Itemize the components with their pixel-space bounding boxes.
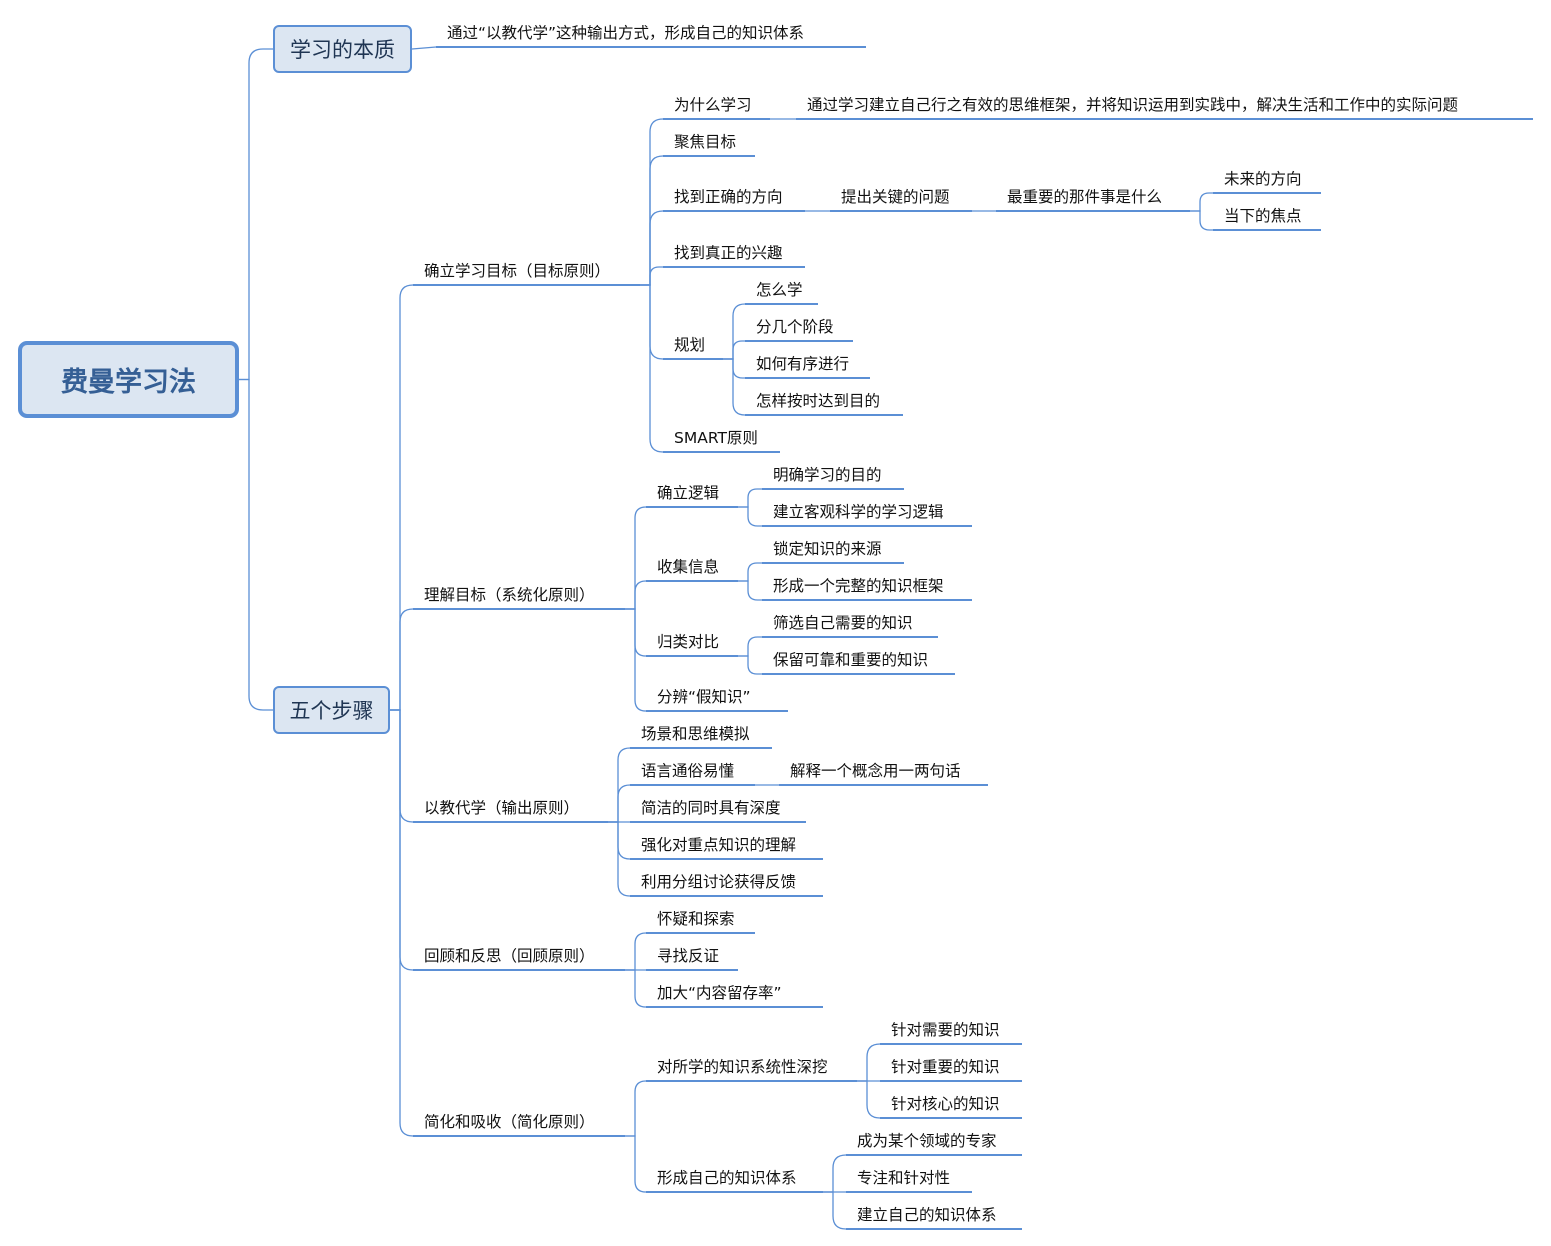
node[interactable]: 建立客观科学的学习逻辑 — [762, 501, 972, 527]
connector — [823, 1154, 847, 1193]
connector — [625, 969, 647, 1008]
branch-understand[interactable]: 理解目标（系统化原则） — [413, 584, 625, 610]
root-topic[interactable]: 费曼学习法 — [18, 341, 239, 418]
essence-detail[interactable]: 通过“以教代学”这种输出方式，形成自己的知识体系 — [436, 22, 866, 48]
connector — [625, 506, 647, 610]
connector — [723, 303, 746, 360]
connector — [640, 284, 664, 360]
connector — [390, 608, 414, 711]
node[interactable]: 筛选自己需要的知识 — [762, 612, 938, 638]
connector — [625, 1080, 647, 1137]
connector — [239, 48, 273, 381]
node[interactable]: 怎样按时达到目的 — [745, 390, 903, 416]
connector — [608, 784, 631, 823]
connector — [640, 284, 664, 453]
connector — [390, 284, 414, 711]
connector — [640, 118, 664, 286]
node[interactable]: 建立自己的知识体系 — [846, 1204, 1022, 1230]
node[interactable]: 语言通俗易懂 — [630, 760, 755, 786]
connector — [608, 747, 631, 823]
connector — [411, 46, 437, 50]
node[interactable]: 解释一个概念用一两句话 — [779, 760, 988, 786]
connector — [738, 506, 762, 527]
node[interactable]: 如何有序进行 — [745, 353, 870, 379]
node[interactable]: 怎么学 — [745, 279, 818, 305]
node[interactable]: 针对核心的知识 — [880, 1093, 1022, 1119]
node[interactable]: 找到真正的兴趣 — [663, 242, 805, 268]
connector — [625, 580, 647, 610]
connector — [640, 210, 664, 286]
topic-essence[interactable]: 学习的本质 — [273, 25, 412, 73]
connector — [823, 1191, 847, 1230]
node[interactable]: 最重要的那件事是什么 — [996, 186, 1190, 212]
node[interactable]: 通过学习建立自己行之有效的思维框架，并将知识运用到实践中，解决生活和工作中的实际… — [796, 94, 1533, 120]
node[interactable]: 归类对比 — [646, 631, 738, 657]
node[interactable]: 针对重要的知识 — [880, 1056, 1022, 1082]
node[interactable]: 未来的方向 — [1213, 168, 1321, 194]
connector — [738, 636, 762, 657]
node[interactable]: 聚焦目标 — [663, 131, 755, 157]
node[interactable]: 怀疑和探索 — [646, 908, 755, 934]
node[interactable]: 对所学的知识系统性深挖 — [646, 1056, 857, 1082]
connector — [640, 266, 663, 286]
branch-teach[interactable]: 以教代学（输出原则） — [413, 797, 608, 823]
connector — [723, 358, 746, 416]
connector — [625, 608, 647, 712]
node[interactable]: 寻找反证 — [646, 945, 738, 971]
node[interactable]: 确立逻辑 — [646, 482, 738, 508]
node[interactable]: 锁定知识的来源 — [762, 538, 904, 564]
connector — [390, 709, 414, 823]
connector — [1190, 210, 1213, 231]
connector — [738, 488, 762, 508]
node[interactable]: 当下的焦点 — [1213, 205, 1321, 231]
node[interactable]: 利用分组讨论获得反馈 — [630, 871, 823, 897]
node[interactable]: 形成一个完整的知识框架 — [762, 575, 972, 601]
node[interactable]: SMART原则 — [663, 427, 780, 453]
node[interactable]: 分几个阶段 — [745, 316, 853, 342]
connector — [723, 358, 745, 379]
node[interactable]: 提出关键的问题 — [830, 186, 972, 212]
branch-review[interactable]: 回顾和反思（回顾原则） — [413, 945, 625, 971]
connector — [640, 155, 664, 286]
connector — [857, 1043, 881, 1082]
connector — [390, 709, 414, 971]
connector — [625, 1135, 647, 1193]
connector — [738, 562, 762, 582]
node[interactable]: 找到正确的方向 — [663, 186, 805, 212]
connector — [239, 378, 273, 711]
connector — [390, 709, 414, 1137]
branch-simplify[interactable]: 简化和吸收（简化原则） — [413, 1111, 625, 1137]
topic-five-steps[interactable]: 五个步骤 — [273, 686, 390, 734]
connector — [608, 821, 631, 860]
branch-goal[interactable]: 确立学习目标（目标原则） — [413, 260, 640, 286]
node[interactable]: 明确学习的目的 — [762, 464, 904, 490]
connector — [738, 580, 762, 601]
node[interactable]: 为什么学习 — [663, 94, 770, 120]
connector — [857, 1080, 881, 1119]
node[interactable]: 针对需要的知识 — [880, 1019, 1022, 1045]
connector — [608, 821, 631, 897]
node[interactable]: 加大“内容留存率” — [646, 982, 823, 1008]
node[interactable]: 简洁的同时具有深度 — [630, 797, 806, 823]
node[interactable]: 成为某个领域的专家 — [846, 1130, 1022, 1156]
connector — [738, 655, 762, 675]
node[interactable]: 专注和针对性 — [846, 1167, 972, 1193]
connector — [723, 340, 745, 360]
node[interactable]: 分辨“假知识” — [646, 686, 788, 712]
connector — [1190, 192, 1213, 212]
node[interactable]: 强化对重点知识的理解 — [630, 834, 823, 860]
node[interactable]: 场景和思维模拟 — [630, 723, 772, 749]
connector — [625, 932, 647, 971]
node[interactable]: 保留可靠和重要的知识 — [762, 649, 955, 675]
node[interactable]: 规划 — [663, 334, 723, 360]
node[interactable]: 收集信息 — [646, 556, 738, 582]
node[interactable]: 形成自己的知识体系 — [646, 1167, 823, 1193]
